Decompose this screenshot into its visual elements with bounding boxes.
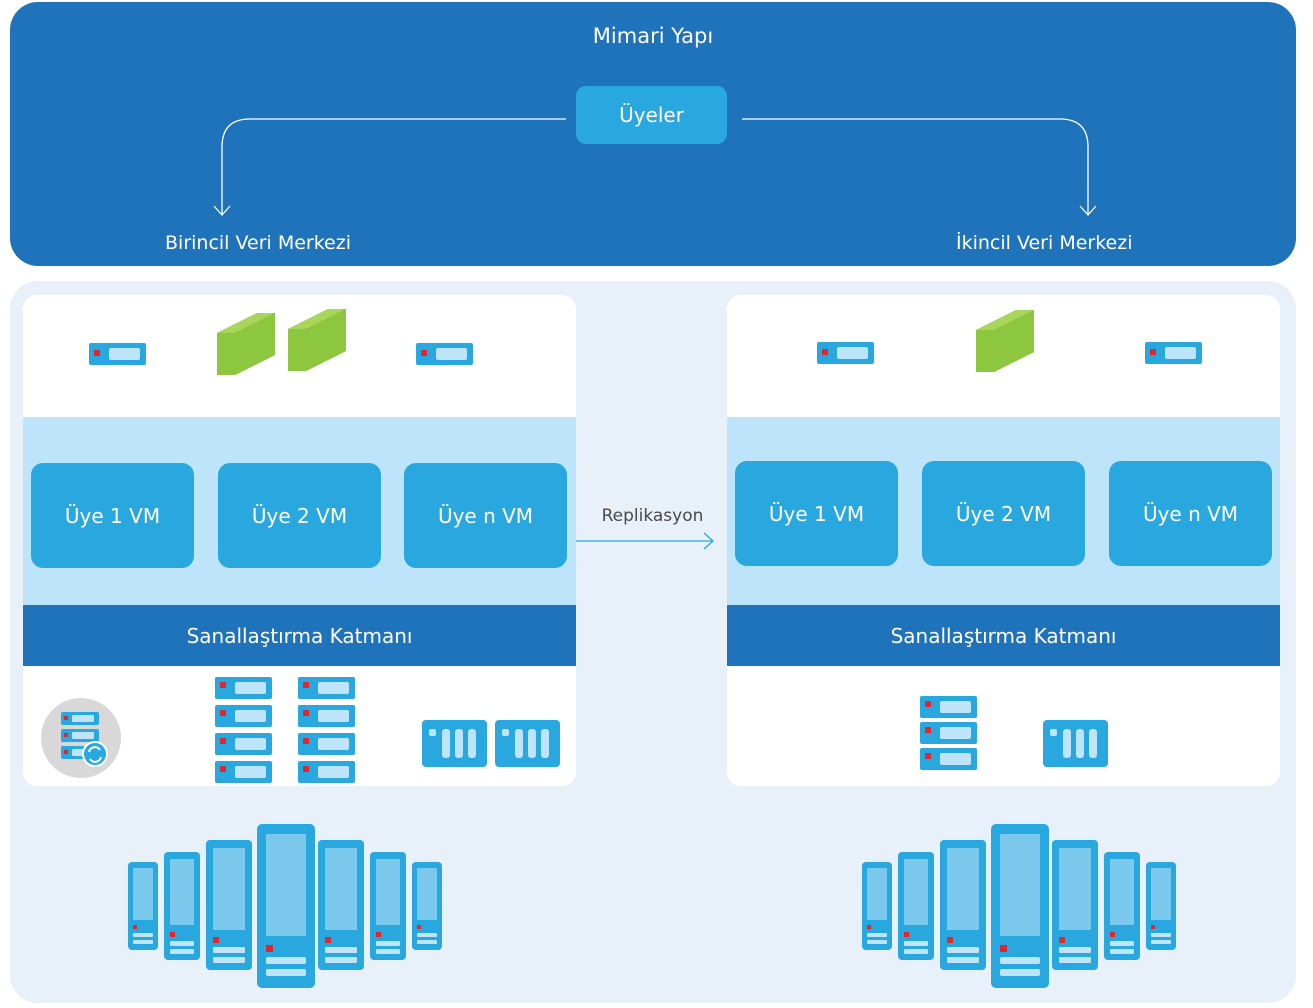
server-rack-icon bbox=[920, 696, 977, 770]
network-switch-icon bbox=[1145, 342, 1202, 364]
replication-label: Replikasyon bbox=[601, 506, 704, 526]
firewall-icon bbox=[217, 313, 275, 375]
arrow-icon bbox=[742, 118, 1097, 216]
primary-dc-label: Birincil Veri Merkezi bbox=[165, 232, 351, 254]
secondary-virtualization-layer: Sanallaştırma Katmanı bbox=[727, 605, 1280, 666]
server-rack-icon bbox=[298, 677, 355, 783]
firewall-icon bbox=[976, 310, 1034, 372]
secondary-vm-2: Üye 2 VM bbox=[922, 461, 1085, 566]
storage-array-icon bbox=[422, 720, 487, 767]
primary-vm-1: Üye 1 VM bbox=[31, 463, 194, 568]
primary-virtualization-layer: Sanallaştırma Katmanı bbox=[23, 605, 576, 666]
secondary-vm-n: Üye n VM bbox=[1109, 461, 1272, 566]
network-switch-icon bbox=[89, 343, 146, 365]
members-node: Üyeler bbox=[576, 86, 727, 144]
architecture-title: Mimari Yapı bbox=[592, 24, 714, 48]
network-switch-icon bbox=[817, 342, 874, 364]
datacenter-servers-icon bbox=[128, 824, 442, 988]
arrow-icon bbox=[576, 532, 714, 550]
primary-vm-2: Üye 2 VM bbox=[218, 463, 381, 568]
datacenter-servers-icon bbox=[862, 824, 1176, 988]
secondary-vm-1: Üye 1 VM bbox=[735, 461, 898, 566]
secondary-dc-card: Üye 1 VM Üye 2 VM Üye n VM Sanallaştırma… bbox=[727, 295, 1280, 786]
network-switch-icon bbox=[416, 343, 473, 365]
server-rack-icon bbox=[215, 677, 272, 783]
storage-array-icon bbox=[1043, 720, 1108, 767]
backup-server-icon bbox=[41, 698, 121, 778]
firewall-icon bbox=[288, 309, 346, 371]
secondary-dc-label: İkincil Veri Merkezi bbox=[956, 232, 1133, 254]
arrow-icon bbox=[213, 118, 566, 216]
storage-array-icon bbox=[495, 720, 560, 767]
primary-vm-n: Üye n VM bbox=[404, 463, 567, 568]
primary-dc-card: Üye 1 VM Üye 2 VM Üye n VM Sanallaştırma… bbox=[23, 295, 576, 786]
